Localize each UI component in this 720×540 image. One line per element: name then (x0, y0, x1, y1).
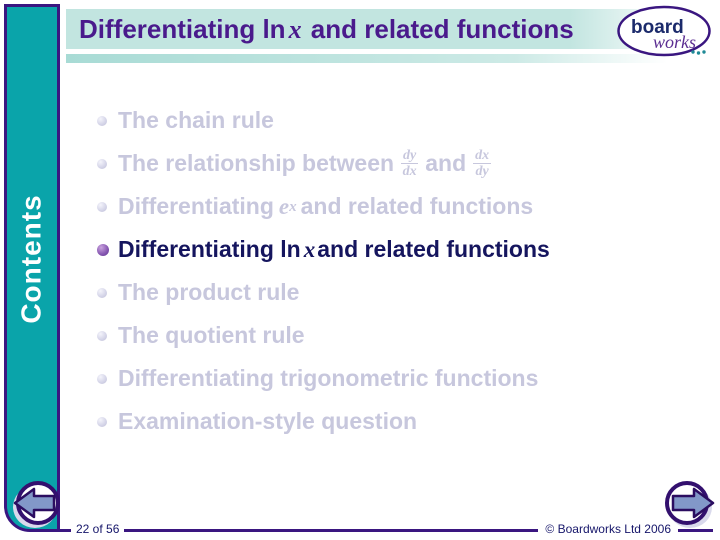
bullet-icon (97, 115, 107, 126)
math-variable-x: x (303, 236, 316, 262)
header-accent-strip (66, 54, 706, 63)
item-label: Examination-style question (118, 408, 418, 434)
fraction-dy-dx: dy dx (401, 147, 419, 179)
contents-item-examination[interactable]: Examination-style question (97, 400, 550, 443)
bullet-icon (97, 330, 107, 341)
contents-item-product-rule[interactable]: The product rule (97, 271, 550, 314)
forward-arrow-icon (671, 487, 715, 519)
item-label: The quotient rule (118, 322, 305, 348)
page-number: 22 of 56 (71, 522, 125, 536)
bullet-icon (97, 201, 107, 212)
title-variable-x: x (288, 14, 302, 44)
logo-word-works: works (653, 32, 696, 52)
bullet-icon (97, 158, 107, 169)
contents-item-trigonometric[interactable]: Differentiating trigonometric functions (97, 357, 550, 400)
back-button[interactable] (9, 476, 65, 532)
item-label: Differentiating trigonometric functions (118, 365, 539, 391)
bullet-icon (97, 287, 107, 298)
contents-item-relationship[interactable]: The relationship between dy dx and dx dy (97, 142, 550, 185)
contents-item-chain-rule[interactable]: The chain rule (97, 99, 550, 142)
contents-list: The chain rule The relationship between … (97, 99, 550, 443)
contents-item-differentiating-lnx-current[interactable]: Differentiating ln x and related functio… (97, 228, 550, 271)
logo-word-board: board (631, 17, 684, 38)
logo-oval (617, 5, 711, 57)
logo-dots-icon (691, 50, 706, 55)
sidebar-title: Contents (16, 194, 48, 324)
item-label: and related functions (317, 236, 550, 262)
bullet-icon (97, 243, 109, 256)
bullet-icon (97, 373, 107, 384)
contents-item-differentiating-ex[interactable]: Differentiating e x and related function… (97, 185, 550, 228)
contents-sidebar: Contents (4, 4, 60, 532)
copyright-text: © Boardworks Ltd 2006 (538, 522, 678, 536)
item-label: The product rule (118, 279, 300, 305)
item-label: The chain rule (118, 107, 274, 133)
item-label: Differentiating (118, 193, 274, 219)
item-label: Differentiating ln (118, 236, 301, 262)
fraction-dx-dy: dx dy (473, 147, 492, 179)
forward-button[interactable] (660, 476, 718, 532)
boardworks-logo: board works (617, 5, 711, 57)
footer-rule (60, 529, 713, 532)
item-label: The relationship between (118, 150, 395, 176)
item-label: and related functions (300, 193, 534, 219)
contents-item-quotient-rule[interactable]: The quotient rule (97, 314, 550, 357)
back-arrow-icon (13, 487, 56, 519)
bullet-icon (97, 416, 107, 427)
item-label: and (425, 150, 467, 176)
math-e-base: e (278, 193, 290, 219)
